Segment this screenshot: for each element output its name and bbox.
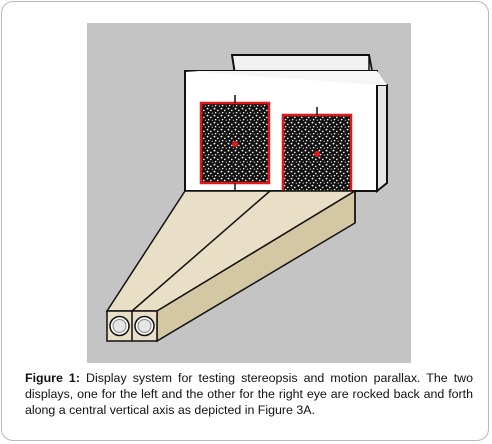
right-eye-display [281, 107, 353, 201]
left-eye-display [199, 95, 271, 191]
figure-caption-text: Display system for testing stereopsis an… [25, 371, 473, 417]
left-fixation-dot [232, 141, 238, 147]
right-fixation-dot [314, 151, 320, 157]
figure-caption: Figure 1: Display system for testing ste… [25, 370, 473, 418]
display-system-illustration [87, 23, 411, 363]
figure-label: Figure 1: [25, 371, 80, 385]
viewing-tubes [105, 189, 358, 343]
